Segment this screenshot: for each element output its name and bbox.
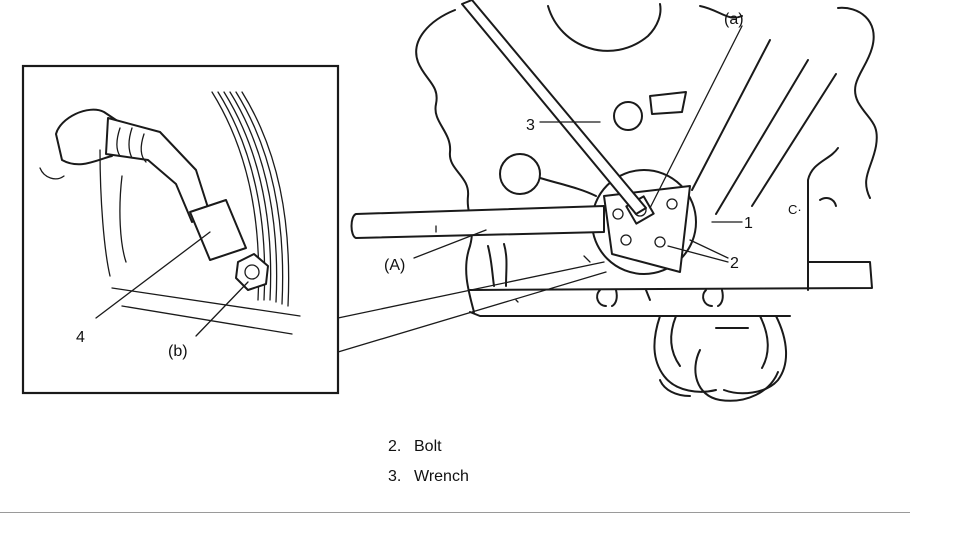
legend-item-bolt: 2.Bolt xyxy=(388,438,442,455)
callout-1: 1 xyxy=(744,215,753,232)
detail-inset xyxy=(21,64,340,395)
bolt-hole-icon xyxy=(612,208,624,220)
callout-c-mark: C· xyxy=(788,202,802,217)
callout-A: (A) xyxy=(384,257,405,274)
crank-pulley xyxy=(591,169,697,275)
parts-legend: 2.Bolt 3.Wrench xyxy=(388,432,469,492)
callout-b: (b) xyxy=(168,343,188,360)
legend-item-wrench: 3.Wrench xyxy=(388,468,469,485)
wrench-3 xyxy=(461,0,647,215)
zoom-connector xyxy=(337,255,607,353)
divider-rule xyxy=(0,512,910,513)
special-tool-A xyxy=(350,205,605,239)
callout-2: 2 xyxy=(730,255,739,272)
callout-leaders xyxy=(413,25,743,263)
callout-3: 3 xyxy=(526,117,535,134)
callout-4: 4 xyxy=(76,329,85,346)
callout-a: (a) xyxy=(724,11,744,28)
engine-block xyxy=(415,3,878,402)
